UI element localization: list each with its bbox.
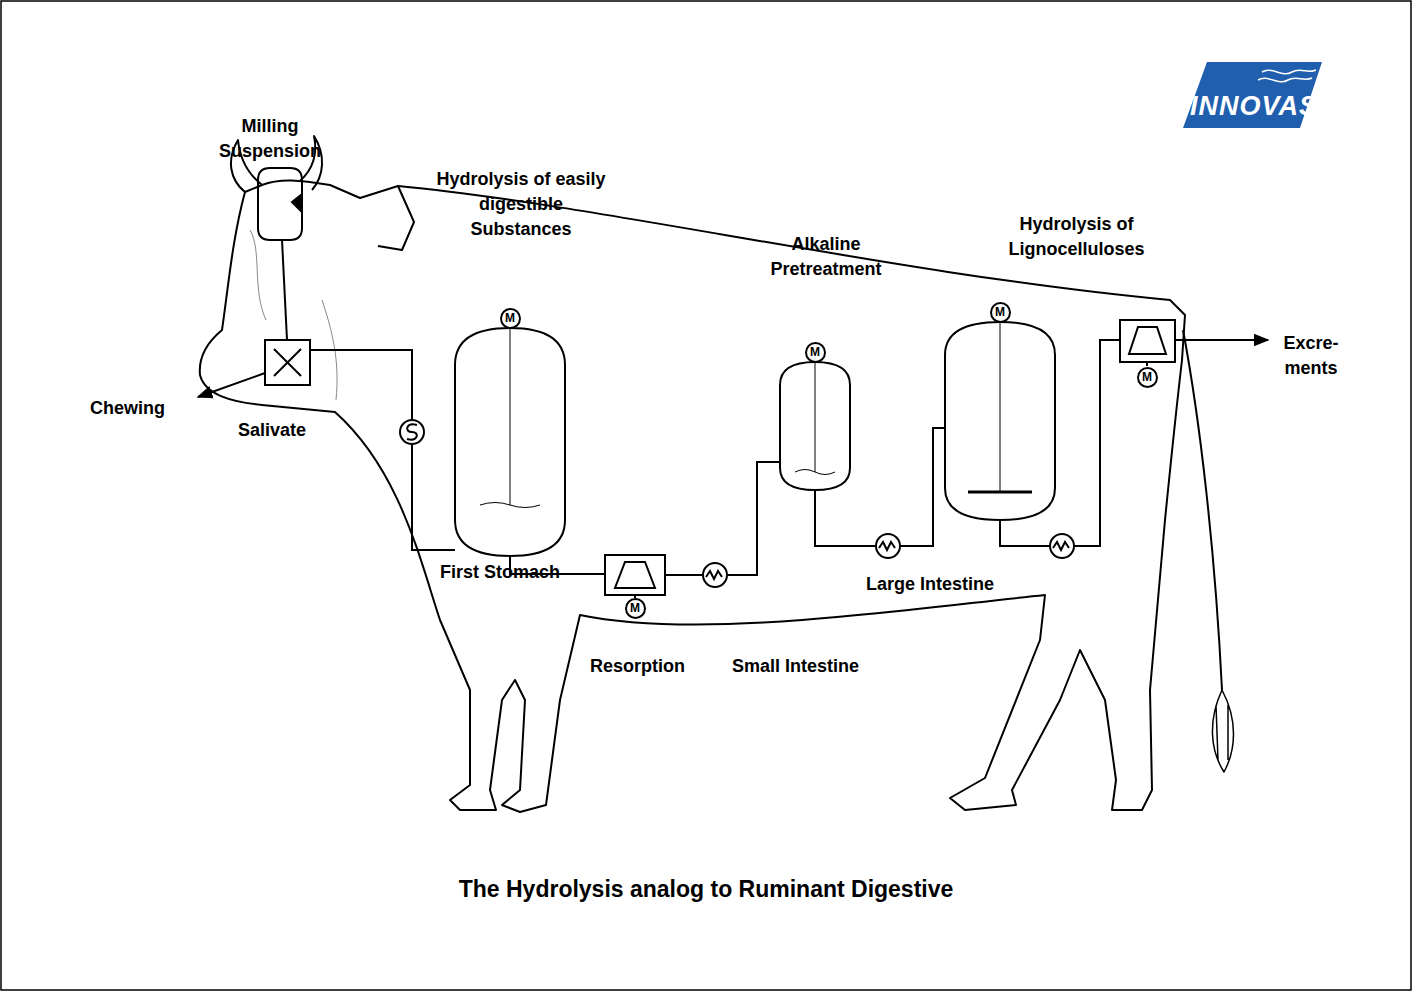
tail-tuft <box>1212 690 1233 772</box>
cow-body <box>200 180 1185 812</box>
mixer-cross <box>274 349 301 376</box>
pipe <box>310 350 455 550</box>
caption: The Hydrolysis analog to Ruminant Digest… <box>459 876 954 902</box>
logo-text: INNOVAS <box>1190 88 1312 126</box>
label-text: Chewing <box>90 398 165 418</box>
motor-symbol: M <box>625 598 646 619</box>
stage-label: Chewing <box>90 396 200 421</box>
motor-symbol: M <box>990 302 1011 323</box>
label-text: INNOVAS <box>1190 91 1318 121</box>
label-text: Salivate <box>238 420 306 440</box>
pipe <box>1000 340 1120 546</box>
agitator-shaft <box>815 362 816 472</box>
heat-exchanger <box>876 534 900 558</box>
cow-outline <box>200 136 1234 812</box>
stirred-tank <box>780 362 850 490</box>
heat-exchanger <box>1053 542 1069 550</box>
mill-outlet <box>292 194 302 212</box>
motor-letter: M <box>1142 371 1152 383</box>
motor-symbol: M <box>805 342 826 363</box>
stage-label: Salivate <box>238 418 338 443</box>
motor-letter: M <box>505 312 515 324</box>
chewing-arrow <box>198 373 265 397</box>
stirred-tank <box>945 322 1055 520</box>
stirred-tank <box>455 328 565 556</box>
pipe <box>282 240 287 340</box>
pipe <box>815 428 945 546</box>
agitator-shaft <box>1000 322 1001 492</box>
agitator-impeller <box>795 470 835 475</box>
motor-letter: M <box>810 346 820 358</box>
stage-label: First Stomach <box>440 560 610 585</box>
caption-box: The Hydrolysis analog to Ruminant Digest… <box>0 876 1412 903</box>
heat-exchanger <box>879 542 895 550</box>
heat-exchanger <box>703 563 727 587</box>
stage-label: Hydrolysis of Lignocelluloses <box>998 212 1155 262</box>
logo-badge <box>1183 62 1322 128</box>
agitator-impeller <box>480 503 540 508</box>
pipe <box>665 462 780 575</box>
stage-label: Large Intestine <box>866 572 1046 597</box>
cow-tail <box>1183 330 1222 690</box>
mill-vessel <box>258 168 302 240</box>
stage-label: Resorption <box>590 654 720 679</box>
motor-symbol: M <box>1137 367 1158 388</box>
label-text: Excre- ments <box>1283 333 1338 378</box>
stage-label: Excre- ments <box>1278 331 1344 381</box>
cow-ear <box>378 186 414 250</box>
label-text: Hydrolysis of Lignocelluloses <box>1008 214 1144 259</box>
centrifuge-box <box>1120 320 1175 362</box>
process-plant <box>198 168 1268 598</box>
mixer-box <box>265 340 310 385</box>
label-text: Hydrolysis of easily digestible Substanc… <box>436 169 605 239</box>
stage-label: Milling Suspension <box>215 114 325 164</box>
label-text: Milling Suspension <box>219 116 321 161</box>
pump-symbol <box>407 424 417 439</box>
logo-waves <box>1258 70 1316 82</box>
pump-symbol <box>400 420 424 444</box>
label-text: Large Intestine <box>866 574 994 594</box>
label-text: First Stomach <box>440 562 560 582</box>
excrement-arrow <box>1175 339 1268 341</box>
agitator-shaft <box>510 328 511 505</box>
centrifuge-symbol <box>1129 327 1166 354</box>
agitator-impeller <box>968 491 1032 494</box>
heat-exchanger <box>1050 534 1074 558</box>
motor-symbol: M <box>500 308 521 329</box>
stage-label: Hydrolysis of easily digestible Substanc… <box>430 167 612 243</box>
label-text: Alkaline Pretreatment <box>770 234 881 279</box>
label-text: Small Intestine <box>732 656 859 676</box>
stage-label: Alkaline Pretreatment <box>765 232 887 282</box>
heat-exchanger <box>706 571 722 579</box>
label-text: Resorption <box>590 656 685 676</box>
motor-letter: M <box>995 306 1005 318</box>
centrifuge-symbol <box>615 562 655 598</box>
motor-shaft <box>1146 362 1148 366</box>
motor-letter: M <box>630 602 640 614</box>
stage-label: Small Intestine <box>732 654 912 679</box>
